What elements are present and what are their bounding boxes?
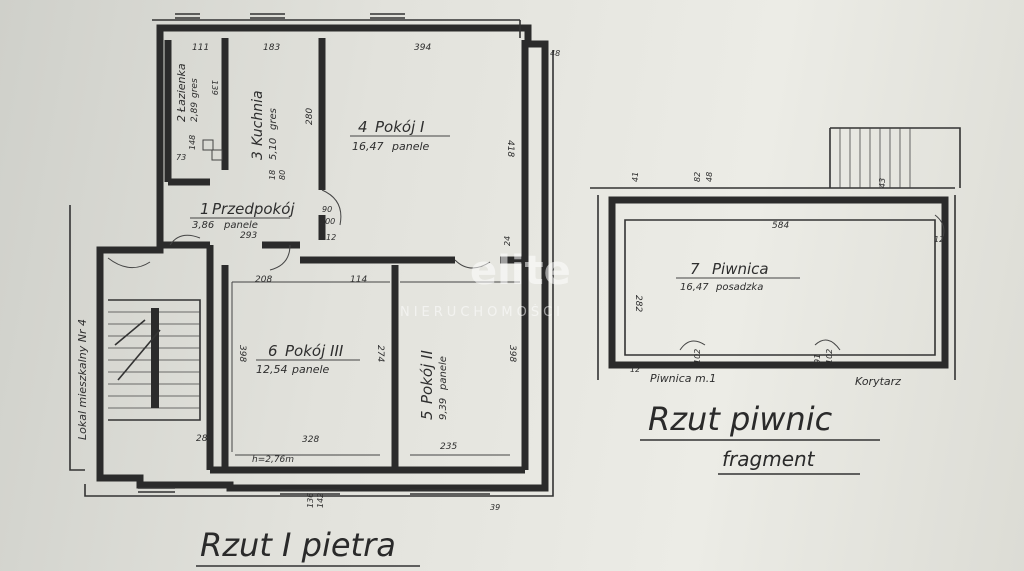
dim-90: 90 (322, 205, 332, 214)
dim-418: 418 (505, 140, 515, 157)
dim-280: 280 (305, 108, 315, 125)
room-4-name: Pokój I (375, 118, 425, 136)
dim-200: 200 (320, 217, 335, 226)
room-3-number: 3 (250, 151, 266, 160)
basement-dim-102b: 102 (825, 349, 834, 364)
room-label-5: 5 Pokój II 9,39 panele (418, 350, 449, 420)
room-5-number: 5 (418, 410, 436, 420)
room-label-3: 3 Kuchnia 5,10 gres (250, 90, 279, 160)
dim-394: 394 (414, 43, 431, 53)
room-3-area: 5,10 (268, 138, 279, 160)
room-6-floor: panele (291, 363, 330, 376)
room-3-name: Kuchnia (250, 90, 266, 146)
basement-dim-102a: 102 (693, 349, 702, 364)
room-1-number: 1 (200, 200, 210, 218)
room-5-floor: panele (438, 356, 449, 391)
basement-dim-41: 41 (631, 172, 640, 182)
room-6-number: 6 (268, 342, 278, 360)
dim-183: 183 (263, 43, 280, 53)
watermark-brand: elite (470, 248, 571, 294)
dim-293: 293 (240, 231, 257, 241)
room-2-area: 2,89 (190, 102, 200, 122)
room-7-name: Piwnica (712, 260, 769, 278)
dim-114: 114 (350, 275, 367, 285)
basement-dim-12b: 12 (630, 365, 640, 374)
room-1-floor: panele (223, 220, 258, 231)
dim-18: 18 (268, 170, 277, 180)
dim-142: 142 (316, 493, 325, 508)
dim-80: 80 (278, 170, 287, 180)
dim-139: 139 (210, 80, 219, 95)
room-label-7: 7 Piwnica 16,47 posadzka (676, 260, 800, 293)
dim-48: 48 (550, 49, 560, 58)
basement-title: Rzut piwnic (648, 400, 833, 438)
dim-398b: 398 (507, 345, 517, 362)
dim-148: 148 (188, 135, 197, 150)
room-7-number: 7 (690, 260, 700, 278)
room-6-area: 12,54 (256, 363, 288, 376)
dim-39: 39 (490, 503, 500, 512)
room-label-4: 4 Pokój I 16,47 panele (350, 118, 450, 153)
room-5-name: Pokój II (418, 350, 436, 404)
basement-dim-82: 82 (693, 172, 702, 182)
dim-73: 73 (176, 153, 186, 162)
stairwell-label: Lokal mieszkalny Nr 4 (76, 319, 89, 440)
basement-subtitle: fragment (722, 447, 816, 471)
basement-dim-12a: 12 (934, 235, 944, 244)
room-1-area: 3,86 (192, 220, 214, 231)
room-2-number: 2 (175, 115, 188, 122)
room-2-name: Łazienka (175, 63, 188, 113)
room-label-1: 1 Przedpokój 3,86 panele (190, 200, 295, 231)
label-korytarz: Korytarz (855, 375, 901, 388)
dim-274: 274 (375, 345, 385, 362)
dim-398a: 398 (237, 345, 247, 362)
basement-dim-91: 91 (813, 354, 822, 364)
first-floor-title: Rzut I pietra (200, 526, 396, 564)
basement-dim-282: 282 (633, 295, 643, 312)
basement-dim-48: 48 (705, 172, 714, 182)
room-4-number: 4 (358, 118, 368, 136)
room-2-floor: gres (190, 78, 200, 98)
room-1-name: Przedpokój (212, 200, 295, 218)
room-3-floor: gres (268, 108, 279, 130)
dim-136: 136 (306, 493, 315, 508)
room-4-floor: panele (391, 140, 430, 153)
watermark-sub: NIERUCHOMOŚCI (400, 304, 564, 320)
room-6-name: Pokój III (285, 342, 344, 360)
label-piwnica-m1: Piwnica m.1 (650, 372, 716, 385)
dim-12: 12 (326, 233, 336, 242)
room-label-2: 2 Łazienka 2,89 gres (175, 63, 200, 122)
basement-dim-584: 584 (772, 221, 789, 231)
room-7-area: 16,47 (680, 282, 709, 293)
dim-111: 111 (192, 43, 209, 53)
height-label: h=2,76m (252, 455, 294, 465)
dim-328: 328 (302, 435, 319, 445)
first-floor-dimensions: 111 183 394 139 148 280 418 293 208 114 … (176, 43, 560, 512)
svg-text:Lokal mieszkalny Nr 4: Lokal mieszkalny Nr 4 (76, 319, 89, 440)
dim-28: 28 (196, 434, 208, 444)
room-4-area: 16,47 (352, 140, 384, 153)
basement-plan: 584 282 12 12 41 82 48 102 102 91 43 (590, 127, 961, 380)
room-7-floor: posadzka (715, 282, 763, 293)
room-label-6: 6 Pokój III 12,54 panele (256, 342, 360, 376)
staircase (108, 299, 201, 421)
basement-dim-43: 43 (878, 178, 887, 188)
dim-235: 235 (440, 442, 457, 452)
dim-208: 208 (255, 275, 272, 285)
watermark-logo: elite NIERUCHOMOŚCI (400, 248, 571, 320)
room-5-area: 9,39 (438, 398, 449, 420)
dim-24: 24 (503, 236, 512, 246)
first-floor-plan (69, 13, 554, 497)
